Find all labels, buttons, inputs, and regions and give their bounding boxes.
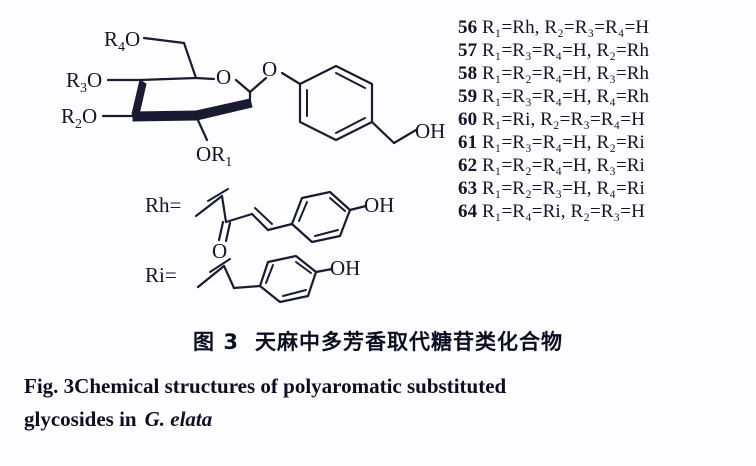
ri-phenol-oh: OH: [330, 256, 360, 280]
bond-ri-c-ch2: [222, 264, 236, 290]
caption-chinese: 图 3 天麻中多芳香取代糖苷类化合物: [0, 326, 756, 356]
rh-aromatic-inner-3: [314, 229, 339, 237]
bond-c2-o1: [195, 116, 209, 142]
bond-c5-c6: [182, 41, 198, 80]
bond-c3-c2-bold: [132, 110, 198, 122]
ri-aromatic-inner-2: [295, 261, 312, 274]
compound-number: 64: [458, 201, 478, 222]
compound-definition: R₁=R₂=R₃=H, R₄=Ri: [482, 178, 645, 199]
compound-number: 56: [458, 17, 478, 38]
bond-alkene-a: [250, 212, 270, 232]
bond-aryl-ch2: [370, 120, 396, 145]
caption-english: Fig. 3Chemical structures of polyaromati…: [24, 370, 736, 436]
ri-aromatic-inner-3: [282, 289, 307, 297]
caption-english-line1: Fig. 3Chemical structures of polyaromati…: [24, 370, 736, 403]
bond-c2-c1-bold: [195, 98, 253, 121]
caption-english-line2: glycosides in G. elata: [24, 403, 736, 436]
aglycone-group: O OH: [248, 57, 445, 145]
bond-co-alkene: [224, 212, 254, 224]
ri-aromatic-inner-1: [265, 264, 274, 284]
benzene-ring-main: [298, 64, 374, 142]
rh-aromatic-inner-1: [298, 201, 308, 222]
caption-english-number: Fig. 3: [24, 374, 75, 398]
glycosidic-oxygen-label: O: [262, 57, 277, 81]
compound-number: 58: [458, 63, 478, 84]
rh-carbonyl-oxygen: O: [212, 239, 227, 263]
bond-alkene-aryl: [266, 222, 294, 232]
ri-definition: Ri= OH: [145, 254, 360, 304]
bond-alkene-b: [254, 207, 273, 225]
bond-c5-oring: [194, 76, 216, 81]
rh-definition: Rh= O OH: [145, 188, 394, 263]
compound-definition: R₁=R₃=R₄=H, R₄=Rh: [482, 86, 650, 107]
compound-definition: R₁=R₃=R₄=H, R₂=Ri: [482, 132, 645, 153]
caption-english-line2-prefix: glycosides in: [24, 407, 137, 431]
compound-definition: R₁=R₃=R₄=H, R₂=Rh: [482, 40, 650, 61]
label-rh: Rh=: [145, 193, 181, 217]
compound-number: 62: [458, 155, 478, 176]
bond-c4-c5: [138, 76, 198, 82]
label-r4o: R4O: [104, 27, 140, 55]
bond-c6-o4: [142, 36, 186, 45]
compound-number: 57: [458, 40, 478, 61]
bond-oglyco-aryl: [280, 71, 302, 86]
ri-attachment-hash: [209, 258, 231, 273]
chemical-structures-canvas: .bond { stroke: #1a1a33; stroke-width: 2…: [61, 27, 445, 304]
bond-rh-c-co: [220, 194, 228, 224]
rh-phenol-oh: OH: [364, 193, 394, 217]
label-ri: Ri=: [145, 263, 177, 287]
bond-co-double-a: [217, 220, 225, 242]
compound-number: 59: [458, 86, 478, 107]
caption-chinese-number: 图 3: [193, 330, 239, 354]
aromatic-inner-2: [335, 72, 366, 89]
bond-ri-aryl-oh: [314, 267, 334, 274]
compound-definition: R₁=R₂=R₄=H, R₃=Ri: [482, 155, 645, 176]
caption-english-text: Chemical structures of polyaromatic subs…: [74, 374, 507, 398]
rh-attachment-hash: [207, 188, 229, 202]
compound-definition: R₁=R₂=R₄=H, R₃=Rh: [482, 63, 650, 84]
compound-definition: R₁=R₄=Ri, R₂=R₃=H: [482, 201, 645, 222]
compound-definition: R₁=Ri, R₂=R₃=R₄=H: [482, 109, 645, 130]
label-r2o: R2O: [61, 104, 97, 132]
compound-number: 61: [458, 132, 478, 153]
label-or1: OR1: [196, 142, 232, 170]
caption-chinese-text: 天麻中多芳香取代糖苷类化合物: [254, 330, 563, 354]
species-name: G. elata: [144, 407, 213, 431]
rh-attachment-bond: [194, 194, 224, 218]
rh-aromatic-inner-2: [329, 197, 346, 212]
bond-rh-aryl-oh: [348, 204, 368, 212]
compound-number: 60: [458, 109, 478, 130]
bond-ch2-oh: [392, 128, 418, 145]
compound-number: 63: [458, 178, 478, 199]
ring-oxygen-label: O: [216, 65, 231, 89]
label-ch2oh: OH: [415, 119, 445, 143]
aromatic-inner-3: [335, 117, 366, 134]
bond-c1-oglyco: [248, 76, 268, 94]
bond-oring-c1: [234, 78, 252, 94]
bond-co-double-b: [224, 221, 232, 243]
label-r3o: R3O: [66, 68, 102, 96]
pyranose-ring: O R4O R3O R2O OR1: [61, 27, 253, 170]
ri-attachment-bond: [196, 264, 226, 289]
bond-ri-ch2-aryl: [232, 284, 262, 290]
compound-definition: R₁=Rh, R₂=R₃=R₄=H: [482, 17, 650, 38]
